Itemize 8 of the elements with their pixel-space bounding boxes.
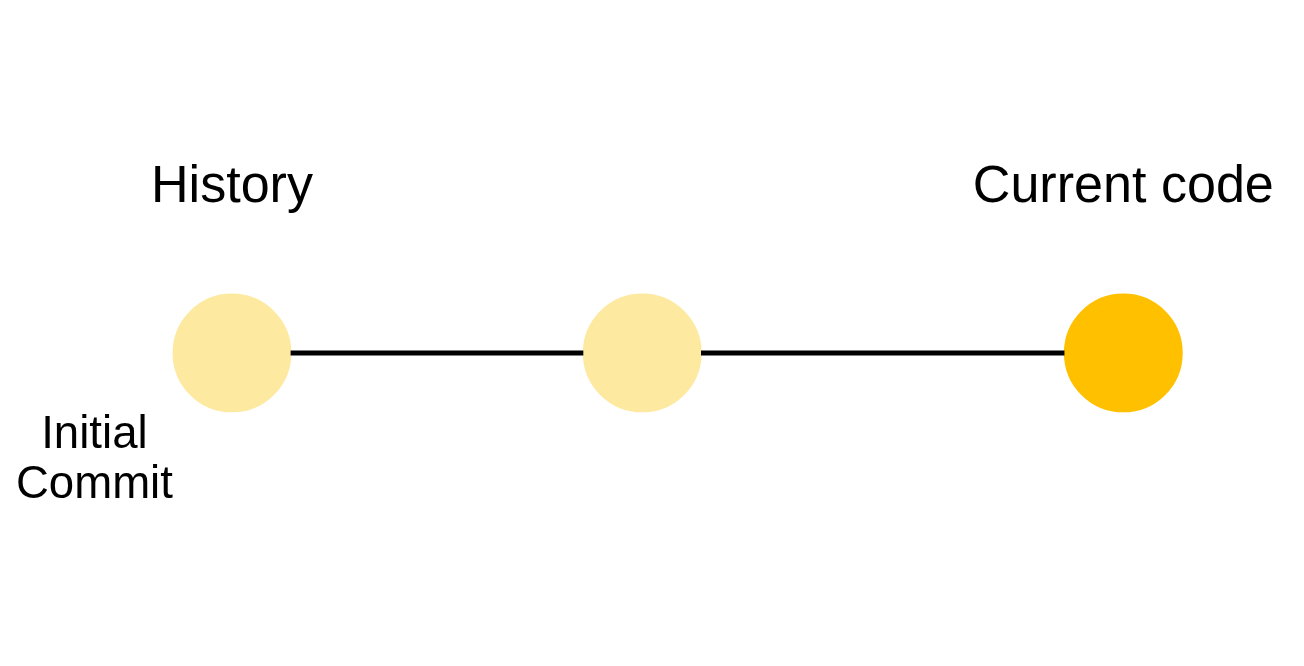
label: Current code <box>972 154 1274 213</box>
connector <box>701 350 1065 356</box>
node-circle <box>172 293 292 413</box>
node-circle <box>1063 293 1183 413</box>
node-circle <box>582 293 702 413</box>
node-label: Initial Commit <box>15 407 173 509</box>
connector <box>290 350 584 356</box>
label: History <box>150 154 313 213</box>
